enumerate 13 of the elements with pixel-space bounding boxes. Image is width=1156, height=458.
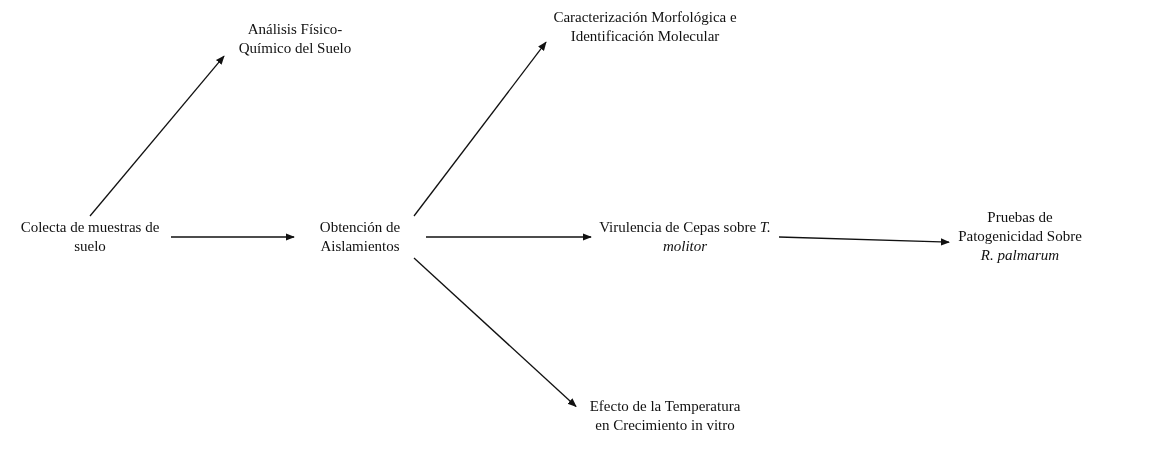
arrow [778, 236, 950, 246]
step-label: Obtención de Aislamientos [318, 218, 402, 256]
arrow [413, 41, 547, 217]
step-label: Virulencia de Cepas sobre T. molitor [598, 218, 772, 256]
step-label: Análisis Físico-Químico del Suelo [237, 20, 353, 58]
arrow [413, 257, 577, 408]
step-label: Pruebas de Patogenicidad Sobre R. palmarum [957, 208, 1083, 265]
arrow [170, 233, 295, 241]
step-label: Efecto de la Temperatura en Crecimiento in vitro [588, 397, 742, 435]
step-label: Colecta de muestras de suelo [19, 218, 161, 256]
arrow [89, 55, 225, 217]
arrow [425, 233, 592, 241]
step-label: Caracterización Morfológica e Identificación Molecular [552, 8, 738, 46]
